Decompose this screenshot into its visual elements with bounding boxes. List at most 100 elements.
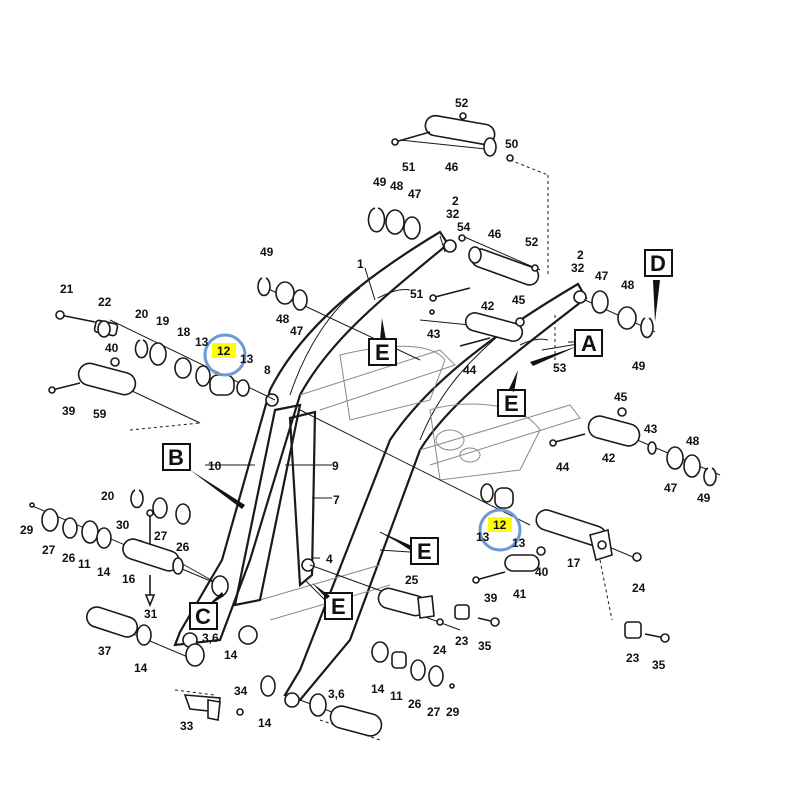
part-label: 13: [240, 352, 254, 366]
part-label: 20: [101, 489, 115, 503]
part-label: 48: [621, 278, 635, 292]
part-label: 14: [224, 648, 238, 662]
part-label: 43: [427, 327, 441, 341]
callout-d-box: [644, 249, 673, 277]
part-label: 27: [42, 543, 56, 557]
part-label: 48: [276, 312, 290, 326]
part-label: 46: [445, 160, 459, 174]
part-label: 53: [553, 361, 567, 375]
part-label: 45: [614, 390, 628, 404]
part-label: 11: [390, 689, 403, 703]
right-mid-group: [549, 407, 717, 487]
part-label: 42: [481, 299, 495, 313]
part-label: 3,6: [328, 687, 345, 701]
part-label: 52: [525, 235, 539, 249]
highlight-ring-upper: [203, 333, 247, 377]
part-label: 40: [105, 341, 119, 355]
part-label: 45: [512, 293, 526, 307]
part-label: 48: [390, 179, 404, 193]
part-label: 39: [484, 591, 498, 605]
mid-upper-group: [257, 277, 578, 366]
part-label: 16: [122, 572, 136, 586]
part-label: 14: [134, 661, 148, 675]
part-label: 17: [567, 556, 581, 570]
part-label: 43: [644, 422, 658, 436]
part-label: 27: [427, 705, 441, 719]
part-label: 51: [402, 160, 416, 174]
part-label: 29: [20, 523, 34, 537]
callout-b-box: [162, 443, 191, 471]
highlight-12-upper-bg: [212, 343, 236, 358]
part-label: 22: [98, 295, 112, 309]
callout-e4: E: [331, 594, 346, 619]
part-label: 21: [60, 282, 74, 296]
bottom-group: [85, 606, 455, 737]
part-label: 13: [476, 530, 490, 544]
part-label: 2: [452, 194, 459, 208]
part-label: 23: [626, 651, 640, 665]
part-label: 7: [333, 493, 340, 507]
part-label: 47: [290, 324, 304, 338]
right-lower-group: [377, 483, 670, 643]
callout-c: C: [195, 604, 211, 629]
part-label: 11: [78, 557, 91, 571]
part-label: 32: [446, 207, 460, 221]
part-label: 20: [135, 307, 149, 321]
part-number-labels: 52 51 46 50 49 48 47 2 32 54 46 52 2 32 …: [20, 96, 711, 733]
part-label: 19: [156, 314, 170, 328]
highlight-12-lower-bg: [488, 517, 512, 532]
part-label: 39: [62, 404, 76, 418]
part-label: 54: [457, 220, 471, 234]
part-label: 35: [478, 639, 492, 653]
part-label: 44: [556, 460, 570, 474]
part-label: 10: [208, 459, 222, 473]
part-label: 49: [260, 245, 274, 259]
callout-e3-box: [410, 537, 439, 565]
part-label: 30: [116, 518, 130, 532]
part-label: 31: [144, 607, 158, 621]
part-label: 29: [446, 705, 460, 719]
callout-d: D: [650, 251, 666, 276]
part-label: 42: [602, 451, 616, 465]
part-label: 25: [405, 573, 419, 587]
part-label: 59: [93, 407, 107, 421]
part-label: 24: [433, 643, 447, 657]
highlight-12-upper: 12: [217, 344, 231, 358]
part-label: 14: [97, 565, 111, 579]
part-label: 8: [264, 363, 271, 377]
part-label: 18: [177, 325, 191, 339]
part-label: 49: [697, 491, 711, 505]
part-label: 35: [652, 658, 666, 672]
left-lower-group: [29, 470, 245, 608]
left-upper-group: [48, 310, 250, 397]
highlight-markers: 12 12: [203, 333, 522, 552]
highlight-ring-lower: [478, 508, 522, 552]
part-label: 26: [408, 697, 422, 711]
part-label: 14: [371, 682, 385, 696]
callout-c-box: [189, 602, 218, 630]
part-label: 24: [632, 581, 646, 595]
callout-e3: E: [417, 539, 432, 564]
part-label: 47: [664, 481, 678, 495]
part-label: 37: [98, 644, 112, 658]
part-label: 13: [195, 335, 209, 349]
callout-e2: E: [504, 391, 519, 416]
part-label: 4: [326, 552, 333, 566]
part-label: 49: [632, 359, 646, 373]
leader-lines: [205, 267, 579, 601]
part-label: 47: [595, 269, 609, 283]
part-label: 13: [512, 536, 526, 550]
part-label: 26: [62, 551, 76, 565]
callout-e4-box: [324, 592, 353, 620]
part-label: 27: [154, 529, 168, 543]
part-label: 26: [176, 540, 190, 554]
callout-boxes: A B C D E E E E: [162, 249, 673, 630]
part-label: 44: [463, 363, 477, 377]
part-label: 41: [513, 587, 527, 601]
part-label: 23: [455, 634, 469, 648]
callout-a-box: [574, 329, 603, 357]
part-label: 51: [410, 287, 424, 301]
part-label: 14: [258, 716, 272, 730]
part-label: 33: [180, 719, 194, 733]
